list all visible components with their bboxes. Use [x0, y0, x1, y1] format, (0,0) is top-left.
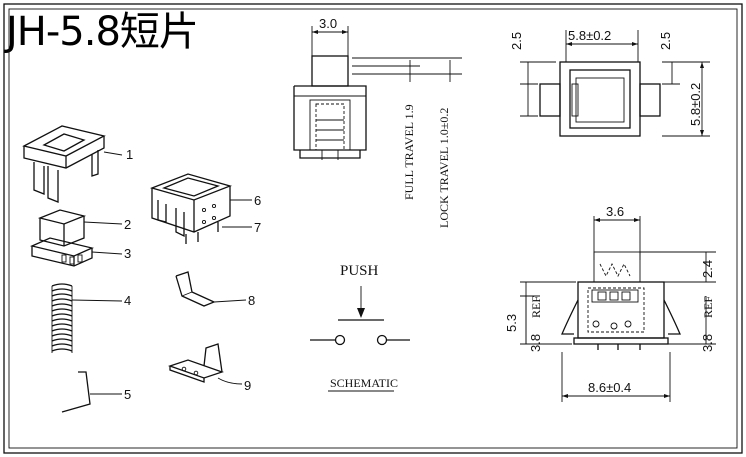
front-dim-bottom: 8.6±0.4: [588, 380, 631, 395]
top-dim-top: 5.8±0.2: [568, 28, 611, 43]
front-dim-right-top: 2.4: [700, 260, 715, 278]
front-ref-left: REF: [529, 296, 543, 318]
schematic-symbol: [310, 286, 410, 392]
part-7-terminals: [185, 222, 252, 244]
part-label-3: 3: [124, 246, 131, 261]
part-9-bracket: [167, 343, 243, 385]
part-label-6: 6: [254, 193, 261, 208]
side-lock-travel: LOCK TRAVEL 1.0±0.2: [437, 108, 451, 228]
part-label-7: 7: [254, 220, 261, 235]
top-view: [520, 30, 710, 137]
part-label-5: 5: [124, 387, 131, 402]
top-dim-left: 2.5: [509, 32, 524, 50]
part-8-contact: [175, 271, 247, 307]
front-dim-top: 3.6: [606, 204, 624, 219]
part-5-wire: [61, 371, 122, 413]
part-1-frame: [22, 125, 123, 203]
front-dim-left-total: 5.3: [504, 314, 519, 332]
top-dim-right: 2.5: [658, 32, 673, 50]
part-label-9: 9: [244, 378, 251, 393]
side-dim-width: 3.0: [319, 16, 337, 31]
front-view: [520, 216, 716, 402]
inner-border: [8, 8, 738, 449]
schematic-push-label: PUSH: [340, 263, 379, 279]
part-3-base: [29, 237, 123, 267]
part-2-actuator: [37, 209, 123, 247]
part-label-4: 4: [124, 293, 131, 308]
outer-border: [3, 3, 743, 454]
drawing-title: JH-5.8短片: [6, 9, 199, 55]
front-dim-left-bottom: 3.8: [528, 334, 543, 352]
side-full-travel: FULL TRAVEL 1.9: [402, 104, 416, 200]
schematic-caption: SCHEMATIC: [330, 376, 398, 390]
front-dim-right-bottom: 3.8: [700, 334, 715, 352]
part-label-1: 1: [126, 147, 133, 162]
side-view: [293, 26, 462, 160]
part-label-8: 8: [248, 293, 255, 308]
part-4-spring: [51, 283, 123, 353]
part-label-2: 2: [124, 217, 131, 232]
top-dim-side: 5.8±0.2: [688, 83, 703, 126]
front-ref-right: REF: [701, 296, 715, 318]
part-6-housing: [149, 173, 252, 238]
